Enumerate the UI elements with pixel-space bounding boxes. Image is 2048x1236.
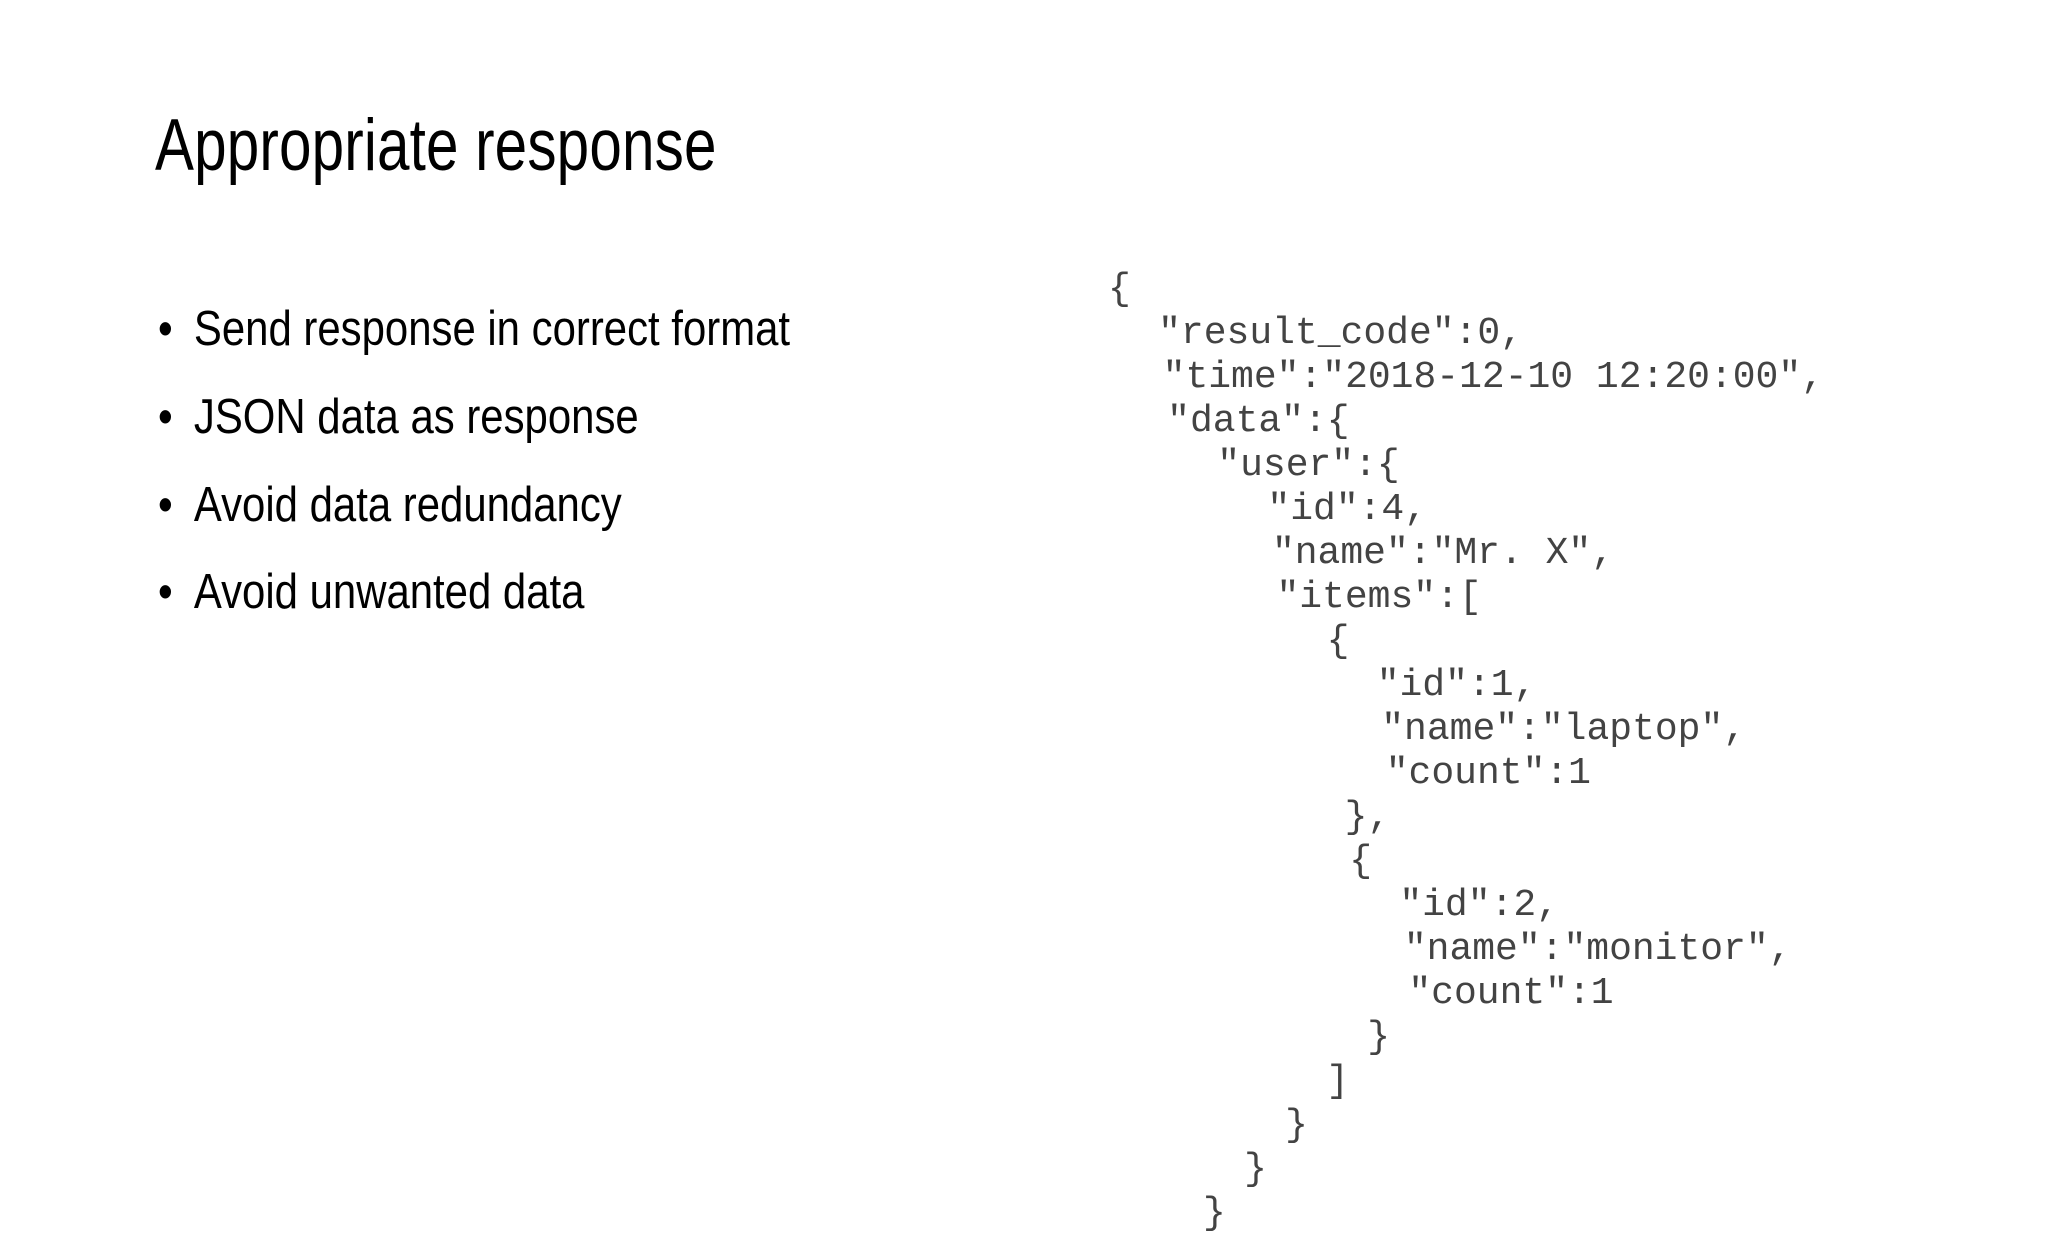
list-item: • JSON data as response xyxy=(158,388,869,448)
code-line: "id":2, xyxy=(1399,884,1559,927)
code-line: "name":"laptop", xyxy=(1381,708,1747,751)
code-line: "name":"Mr. X", xyxy=(1271,532,1614,575)
list-item-label: Avoid unwanted data xyxy=(193,565,585,620)
code-line: "id":4, xyxy=(1267,488,1428,531)
code-line: "name":"monitor", xyxy=(1403,928,1792,971)
list-item: • Avoid data redundancy xyxy=(158,476,869,536)
code-line: } xyxy=(1202,1192,1226,1235)
code-line: "time":"2018-12-10 12:20:00", xyxy=(1162,356,1824,399)
code-line: "count":1 xyxy=(1385,752,1591,795)
json-code-block: { "result_code":0,"time":"2018-12-10 12:2… xyxy=(1108,268,1824,1236)
code-line: } xyxy=(1367,1016,1391,1059)
code-line: "count":1 xyxy=(1408,972,1614,1015)
code-line: }, xyxy=(1344,796,1391,839)
code-line: "id":1, xyxy=(1376,664,1537,707)
code-line: "result_code":0, xyxy=(1158,312,1523,355)
list-item-label: JSON data as response xyxy=(193,389,639,444)
code-line: "items":[ xyxy=(1276,576,1482,619)
code-line: } xyxy=(1244,1148,1267,1191)
bullet-marker-icon: • xyxy=(158,302,173,356)
list-item: • Avoid unwanted data xyxy=(158,563,869,623)
code-line: ] xyxy=(1326,1060,1350,1103)
code-line: { xyxy=(1349,840,1373,883)
code-line: { xyxy=(1108,268,1131,311)
code-line: { xyxy=(1326,620,1350,663)
code-line: } xyxy=(1285,1104,1308,1147)
list-item-label: Avoid data redundancy xyxy=(193,477,622,532)
code-line: "user":{ xyxy=(1217,444,1400,487)
slide: Appropriate response • Send response in c… xyxy=(155,105,1824,1235)
code-line: "data":{ xyxy=(1167,400,1350,443)
list-item-label: Send response in correct format xyxy=(193,302,791,356)
bullet-marker-icon: • xyxy=(158,477,173,532)
bullet-marker-icon: • xyxy=(158,565,173,620)
bullet-marker-icon: • xyxy=(158,389,173,444)
list-item: • Send response in correct format xyxy=(158,300,869,360)
bullet-list: • Send response in correct format • JSON da… xyxy=(158,300,838,623)
page-title: Appropriate response xyxy=(155,105,717,186)
